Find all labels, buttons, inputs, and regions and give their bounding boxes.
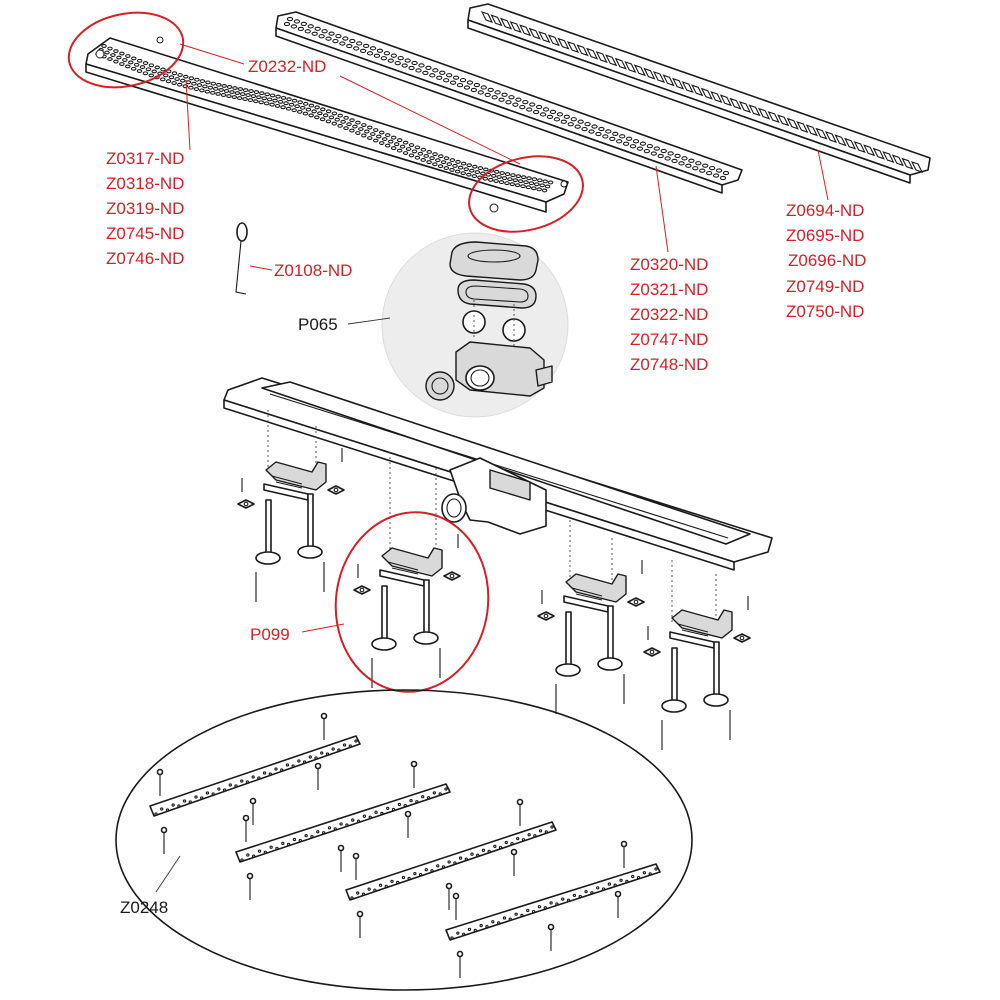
label-z0232: Z0232-ND: [248, 57, 326, 76]
label-grate-mid-1: Z0320-ND: [630, 255, 708, 274]
label-grate-right-3: Z0696-ND: [788, 251, 866, 270]
label-grate-left-1: Z0317-ND: [106, 149, 184, 168]
label-grate-mid-5: Z0748-ND: [630, 355, 708, 374]
leg-set-4: [643, 596, 751, 750]
highlight-ring-end-cap-left: [67, 11, 185, 89]
mounting-strip-4: [445, 840, 661, 978]
label-grate-right-4: Z0749-ND: [786, 277, 864, 296]
label-p099: P099: [250, 625, 290, 644]
label-grate-mid-4: Z0747-ND: [630, 330, 708, 349]
label-p065: P065: [298, 315, 338, 334]
grate-slotted: [467, 3, 931, 184]
leg-set-1: [237, 448, 345, 602]
mounting-strip-3: [345, 798, 557, 938]
highlight-ring-end-cap-right: [468, 155, 584, 233]
highlight-ring-leg-set: [334, 511, 490, 693]
leg-set-2: [353, 534, 461, 688]
mounting-strip-1: [149, 712, 361, 854]
drain-channel: [223, 377, 773, 571]
leg-sets: [237, 448, 751, 750]
mounting-brackets: [149, 712, 661, 978]
label-z0108: Z0108-ND: [274, 261, 352, 280]
grate-wave: [85, 36, 569, 213]
label-z0248: Z0248: [120, 898, 168, 917]
label-grate-left-2: Z0318-ND: [106, 174, 184, 193]
label-grate-left-4: Z0745-ND: [106, 224, 184, 243]
label-list-grate-left: Z0317-ND Z0318-ND Z0319-ND Z0745-ND Z074…: [106, 149, 184, 268]
leg-set-3: [537, 560, 645, 714]
siphon-assembly: [347, 232, 569, 418]
mounting-strip-2: [235, 760, 451, 900]
label-grate-right-5: Z0750-ND: [786, 302, 864, 321]
label-grate-right-2: Z0695-ND: [786, 226, 864, 245]
grate-dotted: [275, 11, 743, 194]
label-grate-left-5: Z0746-ND: [106, 249, 184, 268]
label-grate-mid-2: Z0321-ND: [630, 280, 708, 299]
label-grate-right-1: Z0694-ND: [786, 201, 864, 220]
label-list-grate-mid: Z0320-ND Z0321-ND Z0322-ND Z0747-ND Z074…: [630, 255, 708, 374]
label-list-grate-right: Z0694-ND Z0695-ND Z0696-ND Z0749-ND Z075…: [786, 201, 866, 321]
grate-lifting-hook: [235, 222, 273, 295]
label-grate-mid-3: Z0322-ND: [630, 305, 708, 324]
bracket-group-ring: [115, 689, 693, 991]
label-grate-left-3: Z0319-ND: [106, 199, 184, 218]
